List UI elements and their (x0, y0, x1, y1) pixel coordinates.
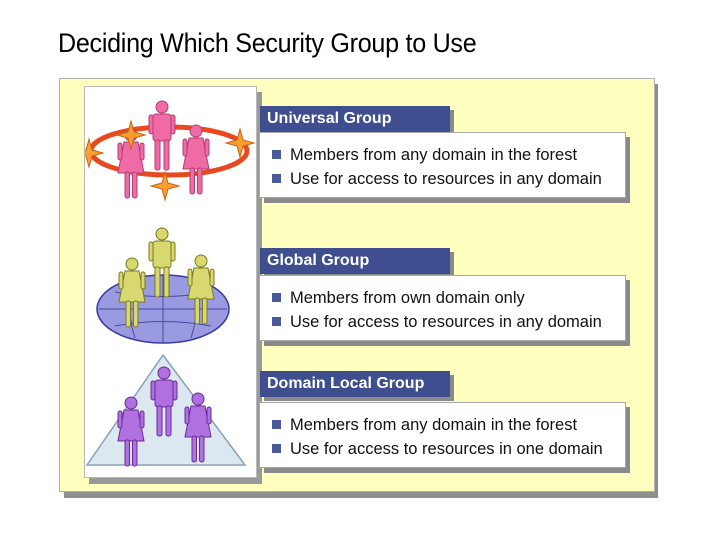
list-item: Use for access to resources in any domai… (272, 170, 602, 189)
domain-local-group-header: Domain Local Group (260, 371, 450, 397)
list-item: Members from own domain only (272, 289, 525, 308)
global-group-header: Global Group (260, 248, 450, 274)
universal-group-header: Universal Group (260, 106, 450, 132)
illustration-column (84, 86, 257, 478)
domain-local-group-box: Members from any domain in the forest Us… (259, 402, 626, 468)
people-with-orbit-icon (85, 100, 255, 201)
bullet-icon (272, 174, 281, 183)
bullet-icon (272, 150, 281, 159)
global-group-box: Members from own domain only Use for acc… (259, 275, 626, 341)
bullet-icon (272, 444, 281, 453)
people-on-globe-icon (96, 227, 230, 344)
list-item: Members from any domain in the forest (272, 146, 577, 165)
illustration-svg (85, 100, 255, 467)
slide-title: Deciding Which Security Group to Use (58, 28, 477, 58)
list-item: Use for access to resources in any domai… (272, 313, 602, 332)
universal-group-box: Members from any domain in the forest Us… (259, 132, 626, 198)
people-in-triangle-icon (85, 353, 247, 467)
list-item: Use for access to resources in one domai… (272, 440, 603, 459)
bullet-icon (272, 317, 281, 326)
bullet-icon (272, 293, 281, 302)
bullet-icon (272, 420, 281, 429)
list-item: Members from any domain in the forest (272, 416, 577, 435)
